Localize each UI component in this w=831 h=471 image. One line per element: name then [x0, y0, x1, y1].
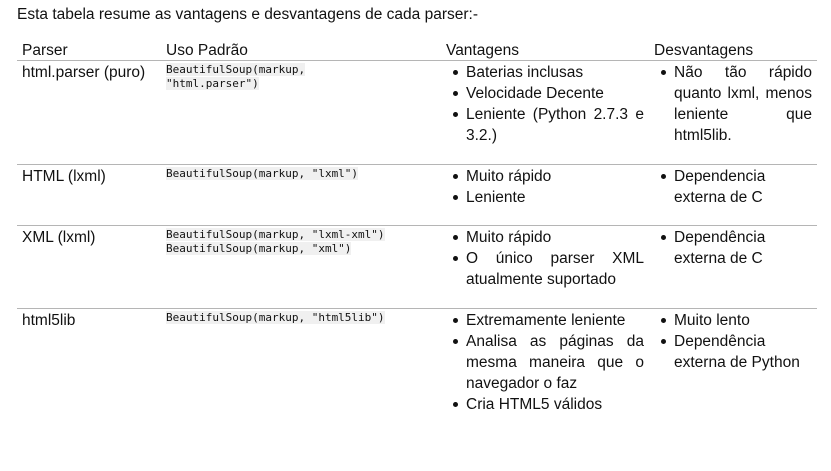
list-item: Extremamente leniente [466, 310, 644, 331]
disadvantages-list: Dependencia externa de C [654, 166, 812, 208]
advantages-list: Muito rápido O único parser XML atualmen… [446, 227, 644, 290]
parser-name: HTML (lxml) [17, 165, 161, 226]
code-line: BeautifulSoup(markup, [166, 63, 305, 76]
disadvantages-list: Muito lento Dependência externa de Pytho… [654, 310, 812, 373]
list-item: Muito rápido [466, 227, 644, 248]
usage-code: BeautifulSoup(markup, "html5lib") [161, 309, 441, 471]
list-item: Analisa as páginas da mesma maneira que … [466, 331, 644, 394]
list-item: Leniente (Python 2.7.3 e 3.2.) [466, 104, 644, 146]
parser-comparison-table: Parser Uso Padrão Vantagens Desvantagens… [17, 40, 817, 471]
code-line: BeautifulSoup(markup, "html5lib") [166, 311, 385, 324]
list-item: Dependência externa de C [674, 227, 812, 269]
disadvantages-cell: Muito lento Dependência externa de Pytho… [649, 309, 817, 471]
advantages-cell: Muito rápido Leniente [441, 165, 649, 226]
disadvantages-cell: Dependência externa de C [649, 226, 817, 309]
list-item: Baterias inclusas [466, 62, 644, 83]
table-row: html5lib BeautifulSoup(markup, "html5lib… [17, 309, 817, 471]
advantages-list: Baterias inclusas Velocidade Decente Len… [446, 62, 644, 146]
code-line: BeautifulSoup(markup, "xml") [166, 242, 351, 255]
intro-text: Esta tabela resume as vantagens e desvan… [17, 5, 478, 25]
list-item: Dependencia externa de C [674, 166, 812, 208]
advantages-list: Extremamente leniente Analisa as páginas… [446, 310, 644, 415]
list-item: Dependência externa de Python [674, 331, 812, 373]
advantages-cell: Extremamente leniente Analisa as páginas… [441, 309, 649, 471]
usage-code: BeautifulSoup(markup, "html.parser") [161, 61, 441, 165]
code-line: BeautifulSoup(markup, "lxml-xml") [166, 228, 385, 241]
table-row: html.parser (puro) BeautifulSoup(markup,… [17, 61, 817, 165]
list-item: Não tão rápido quanto lxml, menos lenien… [674, 62, 812, 146]
list-item: Velocidade Decente [466, 83, 644, 104]
header-disadvantages: Desvantagens [649, 40, 817, 61]
advantages-cell: Baterias inclusas Velocidade Decente Len… [441, 61, 649, 165]
parser-name: XML (lxml) [17, 226, 161, 309]
header-parser: Parser [17, 40, 161, 61]
disadvantages-list: Dependência externa de C [654, 227, 812, 269]
code-line: BeautifulSoup(markup, "lxml") [166, 167, 358, 180]
disadvantages-cell: Não tão rápido quanto lxml, menos lenien… [649, 61, 817, 165]
usage-code: BeautifulSoup(markup, "lxml") [161, 165, 441, 226]
header-advantages: Vantagens [441, 40, 649, 61]
table-row: XML (lxml) BeautifulSoup(markup, "lxml-x… [17, 226, 817, 309]
table-header-row: Parser Uso Padrão Vantagens Desvantagens [17, 40, 817, 61]
list-item: Muito lento [674, 310, 812, 331]
header-usage: Uso Padrão [161, 40, 441, 61]
advantages-list: Muito rápido Leniente [446, 166, 644, 208]
parser-name: html5lib [17, 309, 161, 471]
list-item: Muito rápido [466, 166, 644, 187]
list-item: Cria HTML5 válidos [466, 394, 644, 415]
advantages-cell: Muito rápido O único parser XML atualmen… [441, 226, 649, 309]
disadvantages-cell: Dependencia externa de C [649, 165, 817, 226]
code-line: "html.parser") [166, 77, 259, 90]
usage-code: BeautifulSoup(markup, "lxml-xml") Beauti… [161, 226, 441, 309]
list-item: Leniente [466, 187, 644, 208]
table-row: HTML (lxml) BeautifulSoup(markup, "lxml"… [17, 165, 817, 226]
list-item: O único parser XML atualmente suportado [466, 248, 644, 290]
parser-name: html.parser (puro) [17, 61, 161, 165]
disadvantages-list: Não tão rápido quanto lxml, menos lenien… [654, 62, 812, 146]
